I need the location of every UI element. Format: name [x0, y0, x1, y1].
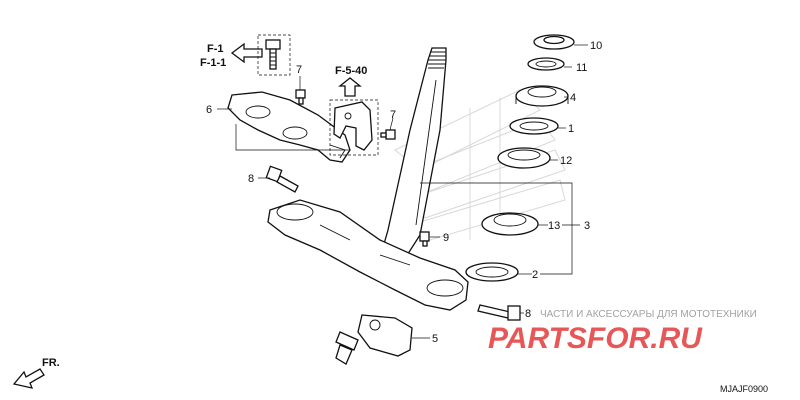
callout-7-upper: 7 — [296, 64, 302, 76]
front-direction-label: FR. — [42, 357, 60, 369]
callout-10: 10 — [590, 40, 602, 52]
callout-3: 3 — [584, 220, 590, 232]
part-5-steering-lock[interactable] — [335, 314, 413, 365]
part-7-bolt-lower[interactable] — [380, 129, 396, 140]
bolt-f1[interactable] — [265, 39, 281, 70]
part-4-adjusting-nut[interactable] — [515, 85, 569, 107]
ref-label-f1-1: F-1-1 — [200, 57, 226, 69]
ref-arrow-f5-40 — [338, 77, 362, 97]
callout-1: 1 — [568, 123, 574, 135]
ref-arrow-f1 — [230, 42, 263, 64]
callout-13: 13 — [548, 220, 560, 232]
leader-lines — [217, 44, 588, 339]
callout-6: 6 — [206, 104, 212, 116]
part-8-bolt-left[interactable] — [265, 165, 299, 193]
ref-box-f1 — [257, 34, 291, 76]
part-1-dust-seal[interactable] — [509, 117, 559, 135]
callout-8-left: 8 — [248, 173, 254, 185]
callout-4: 4 — [570, 92, 576, 104]
part-12-bearing[interactable] — [497, 147, 551, 169]
callout-5: 5 — [432, 333, 438, 345]
callout-2: 2 — [532, 269, 538, 281]
front-direction-arrow-icon — [12, 368, 45, 389]
callout-9: 9 — [443, 232, 449, 244]
part-11-lock-washer[interactable] — [527, 57, 565, 71]
part-9-bolt[interactable] — [419, 231, 430, 247]
callout-7-lower: 7 — [390, 109, 396, 121]
callout-8-right: 8 — [525, 308, 531, 320]
ref-label-f1: F-1 — [207, 43, 224, 55]
part-7-bolt-upper[interactable] — [295, 89, 306, 105]
part-8-bolt-right[interactable] — [477, 304, 521, 321]
part-2-outer-race[interactable] — [465, 262, 519, 282]
watermark-subtitle: ЧАСТИ И АКСЕССУАРЫ ДЛЯ МОТОТЕХНИКИ — [540, 309, 757, 320]
watermark-brand: PARTSFOR.RU — [488, 322, 703, 355]
bracket-f5-40[interactable] — [333, 101, 373, 151]
callout-12: 12 — [560, 155, 572, 167]
ref-label-f5-40: F-5-40 — [335, 65, 367, 77]
callout-11: 11 — [576, 62, 587, 74]
lower-triple-clamp[interactable] — [267, 199, 469, 311]
part-10-lock-nut[interactable] — [533, 34, 575, 50]
ref-box-f5-40 — [329, 99, 379, 156]
part-6-bracket-plate[interactable] — [227, 91, 351, 163]
steering-stem-shaft[interactable] — [379, 47, 447, 261]
part-13-bearing-race[interactable] — [481, 212, 539, 236]
diagram-code: MJAJF0900 — [720, 384, 768, 394]
